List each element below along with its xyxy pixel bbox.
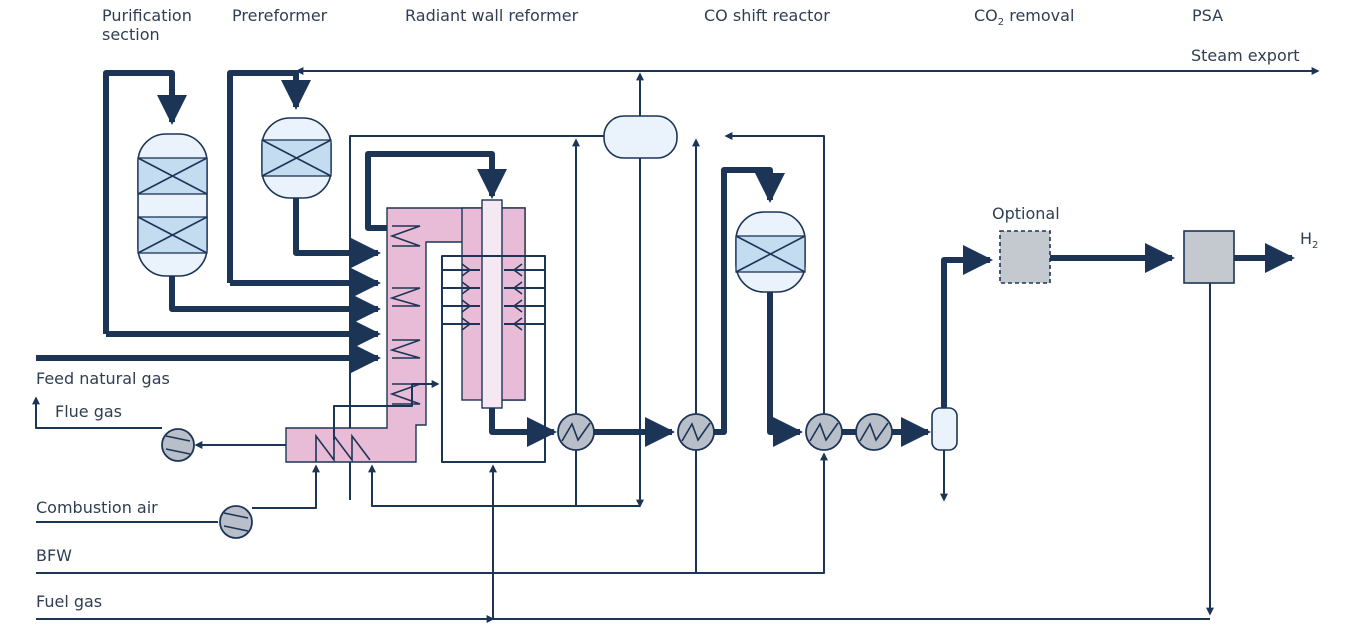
- burner-fuel-manifold: [441, 255, 546, 463]
- purification-reactor: [137, 133, 208, 277]
- label-bfw: BFW: [36, 546, 72, 565]
- bfw-preheater: [677, 413, 715, 451]
- label-co2-removal: CO2 removal: [974, 6, 1074, 28]
- waste-heat-boiler: [557, 413, 595, 451]
- condensate-separator: [931, 407, 958, 451]
- waste-heat-boiler-feed: [575, 450, 640, 507]
- reformer-tube: [481, 199, 503, 409]
- purification-bed-upper-cross: [137, 157, 208, 195]
- label-fuel-gas: Fuel gas: [36, 592, 102, 611]
- label-optional: Optional: [992, 204, 1060, 223]
- label-co-shift-reactor: CO shift reactor: [704, 6, 830, 25]
- label-combustion-air: Combustion air: [36, 498, 158, 517]
- burner-rows-left: [442, 263, 480, 331]
- label-steam-export: Steam export: [1191, 46, 1300, 65]
- label-flue-gas: Flue gas: [55, 402, 122, 421]
- burner-rows-right: [504, 263, 545, 331]
- purification-outlet-to-reformer: [169, 276, 381, 324]
- convection-coil-3: [389, 339, 421, 359]
- post-shift-exchanger-1-coil: [809, 422, 839, 442]
- bfw-return-to-drum: [724, 132, 825, 440]
- steam-drum: [603, 115, 678, 159]
- separator-to-co2-removal: [941, 245, 993, 408]
- psa-unit: [1183, 230, 1235, 284]
- post-shift-exchanger-2-coil: [859, 422, 889, 442]
- label-h2-product: H2: [1300, 229, 1318, 251]
- label-prereformer: Prereformer: [232, 6, 328, 25]
- syngas-to-shift-reactor: [714, 167, 785, 435]
- label-purification-section-line1: Purification: [102, 6, 192, 25]
- shift-outlet-line: [767, 292, 803, 447]
- label-feed-natural-gas: Feed natural gas: [36, 369, 170, 388]
- waste-heat-boiler-coil: [561, 422, 591, 442]
- prereformer-bed-cross: [261, 139, 332, 177]
- feed-to-prereformer-line: [227, 70, 311, 283]
- prereformer-outlet-to-reformer: [293, 198, 381, 268]
- purification-bed-lower-cross: [137, 216, 208, 254]
- co-shift-bed-cross: [735, 235, 806, 273]
- flue-gas-stack-line: [32, 396, 162, 429]
- label-radiant-wall-reformer: Radiant wall reformer: [405, 6, 579, 25]
- bfw-header: [36, 452, 828, 574]
- label-psa: PSA: [1192, 6, 1223, 25]
- air-preheater-coil: [315, 433, 371, 463]
- flue-gas-fan: [161, 428, 195, 462]
- co2-removal-unit-optional: [999, 230, 1051, 284]
- post-shift-exchanger-1: [805, 413, 843, 451]
- combustion-air-to-preheater: [252, 464, 320, 509]
- reformer-outlet-syngas: [489, 408, 557, 447]
- air-preheat-loop: [333, 384, 413, 440]
- post-shift-exchanger-2: [855, 413, 893, 451]
- reformer-feed-crossover: [365, 151, 507, 231]
- flue-gas-fan-blade: [165, 435, 191, 455]
- feed-to-purification-line: [103, 70, 187, 334]
- steam-drum-to-reformer-loop: [349, 135, 604, 500]
- steam-to-reformer-feed: [368, 464, 576, 507]
- bfw-preheater-coil: [681, 422, 711, 442]
- combustion-air-fan-blade: [223, 512, 249, 532]
- label-purification-section-line2: section: [102, 25, 160, 44]
- convection-coil-1: [389, 225, 421, 247]
- convection-coil-2: [389, 287, 421, 307]
- combustion-air-fan: [219, 505, 253, 539]
- convection-coil-4: [389, 383, 421, 405]
